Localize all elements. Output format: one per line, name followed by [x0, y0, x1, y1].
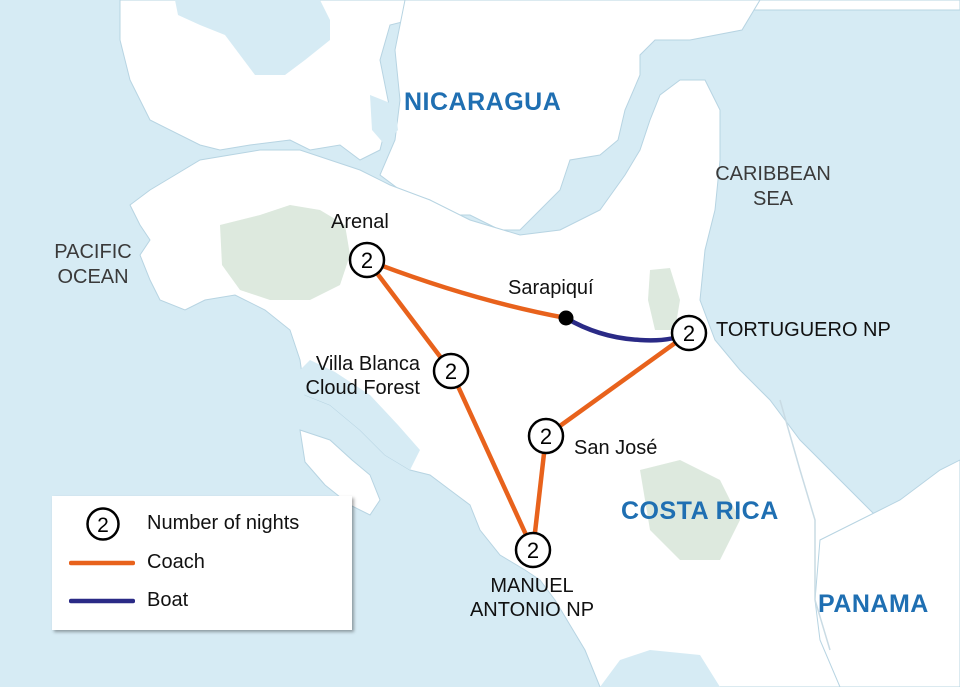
- lake-small: [370, 95, 398, 145]
- sea-label-pacific-line2: OCEAN: [57, 266, 129, 288]
- legend-boat-label: Boat: [147, 589, 189, 611]
- tortuguero-nights-value: 2: [683, 321, 695, 346]
- national-park-area: [220, 205, 350, 300]
- place-label-villa-blanca: Villa Blanca Cloud Forest: [288, 352, 421, 400]
- coach-route-arenal-sarapiqui: [364, 257, 569, 321]
- place-label-san-jose: San José: [574, 437, 658, 459]
- legend-nights-symbol: 2: [97, 514, 109, 537]
- sarapiqui-marker: [558, 310, 574, 326]
- place-label-tortuguero: TORTUGUERO NP: [716, 319, 891, 341]
- place-label-manuel-antonio-line2: ANTONIO NP: [469, 599, 595, 621]
- country-label-panama: PANAMA: [818, 590, 929, 618]
- arenal-nights-value: 2: [361, 248, 373, 273]
- tortuguero-nights-marker: 2: [670, 314, 708, 352]
- arenal-nights-marker: 2: [348, 241, 386, 279]
- place-label-villa-blanca-line1: Villa Blanca: [315, 353, 420, 375]
- manuel-antonio-nights-value: 2: [527, 538, 539, 563]
- coach-route-arenal-villa-blanca: [364, 257, 454, 374]
- coach-route-manuel-antonio-san-jose: [530, 433, 549, 553]
- place-label-villa-blanca-line2: Cloud Forest: [305, 377, 421, 399]
- osa-peninsula-water: [600, 650, 720, 687]
- island: [196, 46, 218, 66]
- island: [212, 70, 232, 86]
- gulf-of-nicoya: [290, 360, 420, 470]
- legend-row-boat: Boat: [52, 585, 352, 615]
- legend-nights-icon: 2: [86, 507, 120, 541]
- villa-blanca-nights-marker: 2: [432, 352, 470, 390]
- san-jose-nights-value: 2: [540, 424, 552, 449]
- manuel-antonio-nights-marker: 2: [514, 531, 552, 569]
- border-line: [779, 399, 831, 651]
- place-label-manuel-antonio: MANUEL ANTONIO NP: [452, 574, 612, 622]
- national-park-area: [648, 268, 680, 330]
- sea-label-pacific: PACIFIC OCEAN: [48, 240, 138, 290]
- lake-nicaragua: [175, 0, 330, 75]
- legend-nights-label: Number of nights: [147, 512, 300, 534]
- panama-land: [814, 459, 960, 687]
- nicaragua-east-land: [379, 0, 761, 231]
- country-label-costa-rica: COSTA RICA: [621, 497, 779, 525]
- place-label-arenal: Arenal: [331, 211, 389, 233]
- place-label-sarapiqui: Sarapiquí: [508, 277, 594, 299]
- legend-row-coach: Coach: [52, 547, 352, 577]
- sea-label-caribbean-line2: SEA: [752, 188, 794, 210]
- sea-label-caribbean: CARIBBEAN SEA: [706, 162, 840, 212]
- nicoya-tip: [299, 429, 381, 516]
- sea-label-caribbean-line1: CARIBBEAN: [715, 163, 831, 185]
- national-park-area: [640, 460, 740, 560]
- coach-route-san-jose-tortuguero: [543, 330, 692, 439]
- villa-blanca-nights-value: 2: [445, 359, 457, 384]
- coach-routes: [364, 257, 692, 553]
- country-label-nicaragua: NICARAGUA: [404, 88, 562, 116]
- map-legend: 2 Number of nights Coach Boat: [52, 496, 352, 630]
- legend-row-nights: 2 Number of nights: [52, 507, 352, 541]
- legend-coach-label: Coach: [147, 551, 205, 573]
- legend-boat-line: [69, 598, 135, 604]
- san-jose-nights-marker: 2: [527, 417, 565, 455]
- coach-route-villa-blanca-manuel-antonio: [448, 368, 536, 553]
- place-label-manuel-antonio-line1: MANUEL: [490, 575, 574, 597]
- sea-label-pacific-line1: PACIFIC: [54, 241, 132, 263]
- legend-coach-line: [69, 560, 135, 566]
